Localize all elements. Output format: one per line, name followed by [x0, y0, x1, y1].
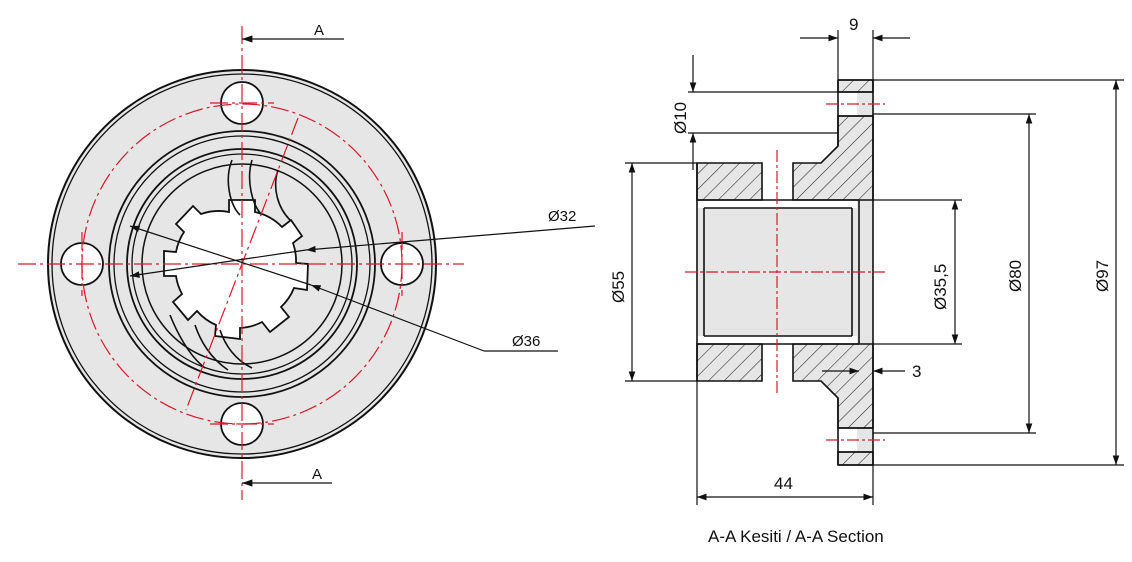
dim-3-label: 3 — [912, 362, 921, 381]
dim-80-label: Ø80 — [1006, 260, 1025, 292]
front-view: A A Ø32 Ø36 — [18, 22, 596, 500]
hatch-hub-upper-left — [696, 162, 763, 201]
hatch-flange-bottom — [837, 451, 874, 466]
tilted-centerline — [185, 117, 299, 411]
dim-32-label: Ø32 — [548, 208, 576, 225]
dim-36-label: Ø36 — [512, 333, 540, 350]
hatch-flange-top — [837, 79, 874, 93]
section-caption: A-A Kesiti / A-A Section — [708, 527, 884, 546]
section-centerlines — [685, 103, 885, 441]
dim-97-label: Ø97 — [1093, 260, 1112, 292]
section-dimensions — [625, 30, 1124, 505]
section-label-top: A — [314, 22, 324, 39]
section-arrows — [242, 35, 344, 487]
dim-32-leader-back — [129, 249, 307, 278]
dim-55-label: Ø55 — [609, 271, 628, 303]
section-view: 9 Ø10 Ø55 Ø35,5 Ø80 Ø97 3 44 — [609, 15, 1124, 505]
dim-32-leader — [305, 225, 596, 253]
dim-44-label: 44 — [774, 474, 793, 493]
dim-36-leader-diag — [310, 284, 485, 352]
diameter-leaders — [129, 225, 596, 352]
hatch-hub-upper-right — [792, 115, 874, 201]
section-label-bottom: A — [312, 466, 322, 483]
hatch-hub-lower-left — [696, 343, 763, 382]
helical-groove-bottom — [169, 314, 253, 371]
hatch-hub-lower-right — [792, 343, 874, 429]
dim-36-leader-back — [129, 225, 312, 286]
spline-bore — [163, 199, 309, 341]
front-centerlines — [18, 26, 464, 500]
dim-355-label: Ø35,5 — [931, 264, 950, 310]
dim-9-label: 9 — [849, 15, 858, 34]
dim-10-label: Ø10 — [671, 102, 690, 134]
